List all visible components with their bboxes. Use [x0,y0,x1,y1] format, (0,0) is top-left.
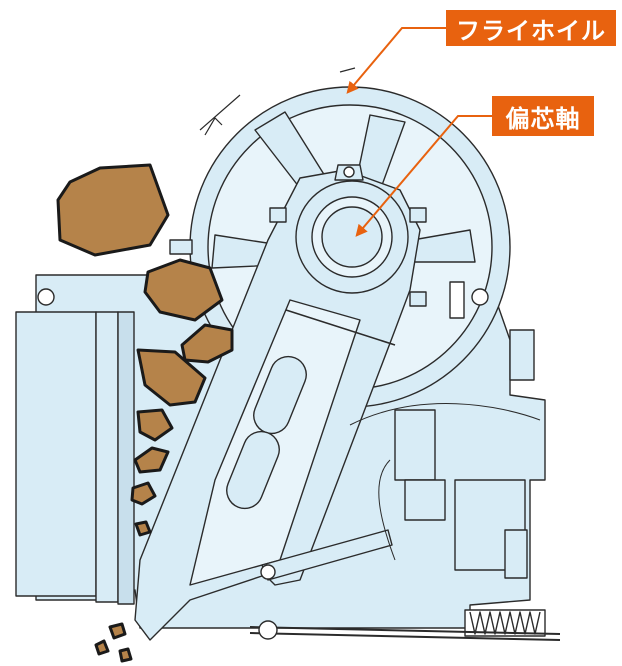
rock [130,481,157,506]
adjust-block-inner [404,479,446,521]
lifting-eye-hole [343,166,355,178]
rock [94,639,110,656]
bolt [409,291,427,307]
hydraulic-hose [285,309,396,346]
eccentric-shaft-label: 偏芯軸 [492,96,594,136]
side-liner [117,311,135,605]
frame-hole [37,288,55,306]
cylinder [504,529,528,579]
tension-rod [249,632,561,641]
toggle-pin [260,564,276,580]
bolt [269,207,287,223]
rod-pin [258,620,278,640]
grease-line [378,459,396,561]
frame-hole [471,288,489,306]
frame-window [449,281,465,319]
rock [56,163,170,257]
rock [108,622,127,640]
spring-coil [469,611,541,635]
jaw-slot [226,430,280,510]
rock [133,446,170,474]
side-plate [15,311,97,597]
rock [134,520,152,537]
rock [136,408,174,442]
motion-mark [199,67,356,136]
adjust-block [394,409,436,481]
tension-rod [249,626,561,635]
bolt [169,239,193,255]
flywheel-leader-line [346,27,446,94]
shaft-leader-line [355,115,492,237]
rock [136,348,207,407]
flywheel-label: フライホイル [446,10,616,46]
motor-bracket [509,329,535,381]
grease-line [349,403,541,426]
rock [118,647,133,663]
bolt [409,207,427,223]
side-plate-inner [95,311,119,603]
rock [143,258,224,322]
